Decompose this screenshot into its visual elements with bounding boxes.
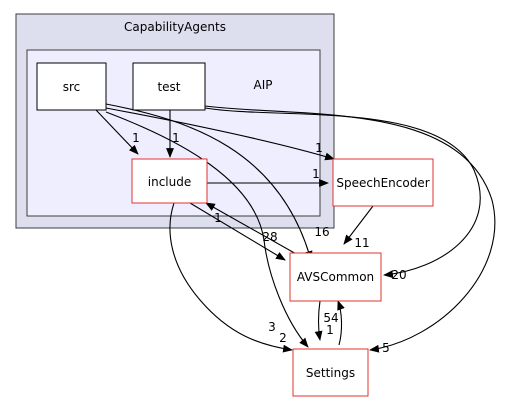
- edge-src-include[interactable]: [95, 109, 139, 155]
- cluster-title-aip: AIP: [254, 78, 273, 92]
- node-label-include: include: [148, 175, 191, 189]
- edge-src-speechencoder[interactable]: [105, 107, 335, 161]
- node-label-src: src: [63, 80, 81, 94]
- edge-src-settings[interactable]: [105, 111, 309, 348]
- node-speech-encoder[interactable]: SpeechEncoder: [332, 158, 434, 207]
- edge-label-avscommon-settings: 54: [323, 311, 338, 325]
- edge-labels: 1 1 16 3 1 20 5 1 28 1 2 11 54 1: [132, 131, 406, 355]
- edge-label-include-avscommon: 28: [262, 230, 277, 244]
- edge-label-settings-avscommon: 1: [326, 323, 334, 337]
- edge-label-src-avscommon: 16: [314, 225, 329, 239]
- edge-label-test-avscommon: 20: [391, 268, 406, 282]
- edge-label-test-settings: 5: [382, 341, 390, 355]
- edge-src-avscommon[interactable]: [105, 103, 313, 261]
- edge-label-avscommon-include: 1: [214, 211, 222, 225]
- edge-label-src-include: 1: [132, 131, 140, 145]
- edge-label-src-settings: 3: [268, 320, 276, 334]
- node-src[interactable]: src: [36, 62, 107, 111]
- node-settings[interactable]: Settings: [292, 348, 369, 397]
- edge-speechencoder-avscommon[interactable]: [343, 205, 374, 245]
- node-test[interactable]: test: [132, 62, 206, 111]
- edge-include-avscommon[interactable]: [189, 202, 286, 261]
- node-avs-common[interactable]: AVSCommon: [289, 252, 382, 302]
- edge-include-settings[interactable]: [169, 202, 293, 353]
- node-label-avs-common: AVSCommon: [297, 270, 374, 284]
- node-label-test: test: [157, 80, 180, 94]
- edge-label-src-speechencoder: 1: [315, 141, 323, 155]
- edge-avscommon-include[interactable]: [205, 202, 299, 256]
- node-include[interactable]: include: [131, 158, 208, 204]
- edge-avscommon-settings[interactable]: [314, 300, 323, 341]
- edge-test-settings[interactable]: [204, 105, 496, 353]
- edge-label-test-include: 1: [172, 131, 180, 145]
- edge-label-speechencoder-avscommon: 11: [354, 236, 369, 250]
- node-label-settings: Settings: [306, 366, 355, 380]
- edge-label-include-settings: 2: [279, 331, 287, 345]
- cluster-title-capability-agents: CapabilityAgents: [124, 20, 226, 34]
- edges: [95, 103, 496, 353]
- edge-test-avscommon[interactable]: [204, 107, 481, 279]
- node-label-speech-encoder: SpeechEncoder: [336, 176, 429, 190]
- edge-settings-avscommon[interactable]: [337, 300, 345, 346]
- edge-label-include-speechencoder: 1: [312, 167, 320, 181]
